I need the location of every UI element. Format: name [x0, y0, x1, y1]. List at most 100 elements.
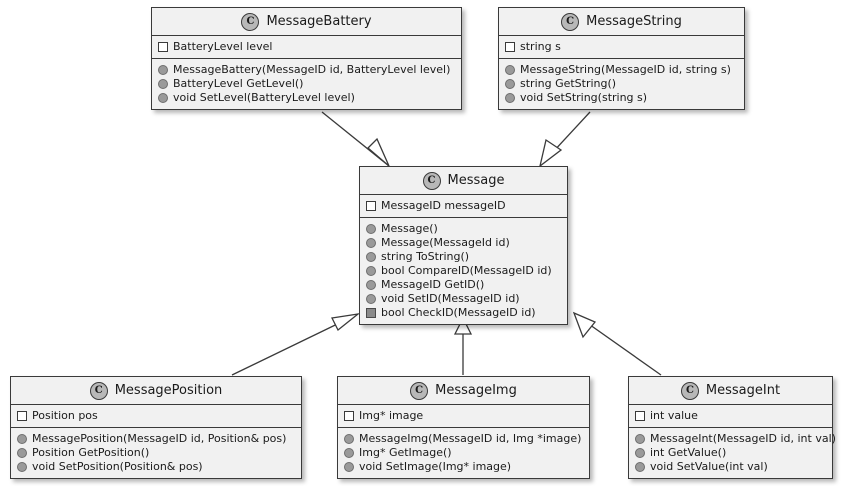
method-label: MessageImg(MessageID id, Img *image): [359, 432, 582, 445]
method-label: void SetValue(int val): [650, 460, 768, 473]
visibility-public-field-icon: [635, 411, 645, 421]
method-row: void SetLevel(BatteryLevel level): [158, 91, 456, 105]
visibility-public-field-icon: [366, 201, 376, 211]
method-label: MessageBattery(MessageID id, BatteryLeve…: [173, 63, 451, 76]
method-label: MessageString(MessageID id, string s): [520, 63, 731, 76]
visibility-public-field-icon: [344, 411, 354, 421]
class-box-messageposition[interactable]: C MessagePosition Position pos MessagePo…: [10, 376, 302, 479]
class-circle-icon: C: [89, 381, 108, 400]
visibility-public-method-icon: [344, 448, 354, 458]
method-row: MessageBattery(MessageID id, BatteryLeve…: [158, 63, 456, 77]
visibility-public-method-icon: [17, 448, 27, 458]
visibility-public-field-icon: [158, 42, 168, 52]
visibility-public-method-icon: [158, 65, 168, 75]
method-label: Position GetPosition(): [32, 446, 150, 459]
class-header-messageint: C MessageInt: [629, 377, 832, 405]
visibility-public-method-icon: [635, 462, 645, 472]
field-label: Position pos: [32, 409, 98, 422]
method-label: void SetImage(Img* image): [359, 460, 512, 473]
visibility-public-method-icon: [344, 434, 354, 444]
method-label: bool CheckID(MessageID id): [381, 306, 536, 319]
method-row: void SetImage(Img* image): [344, 460, 584, 474]
method-row: Message(): [366, 222, 562, 236]
field-label: string s: [520, 40, 561, 53]
field-label: BatteryLevel level: [173, 40, 273, 53]
generalization-messageint-to-message: [572, 311, 662, 376]
field-row: MessageID messageID: [366, 199, 562, 213]
method-label: void SetPosition(Position& pos): [32, 460, 203, 473]
method-label: MessageInt(MessageID id, int val): [650, 432, 836, 445]
visibility-public-method-icon: [505, 93, 515, 103]
field-label: Img* image: [359, 409, 424, 422]
class-fields-messageposition: Position pos: [11, 405, 301, 428]
method-row: MessagePosition(MessageID id, Position& …: [17, 432, 296, 446]
class-fields-message: MessageID messageID: [360, 195, 567, 218]
field-row: string s: [505, 40, 739, 54]
method-label: void SetString(string s): [520, 91, 648, 104]
method-row: BatteryLevel GetLevel(): [158, 77, 456, 91]
class-title: MessageBattery: [266, 14, 372, 29]
visibility-public-method-icon: [505, 79, 515, 89]
visibility-public-method-icon: [366, 238, 376, 248]
method-row: string ToString(): [366, 250, 562, 264]
class-title: MessageString: [586, 14, 682, 29]
class-title: MessageInt: [705, 383, 781, 398]
method-row: MessageID GetID(): [366, 278, 562, 292]
class-box-message[interactable]: C Message MessageID messageID Message() …: [359, 166, 568, 325]
method-row: MessageInt(MessageID id, int val): [635, 432, 836, 446]
class-box-messagebattery[interactable]: C MessageBattery BatteryLevel level Mess…: [151, 7, 462, 110]
class-title: MessageImg: [435, 383, 517, 398]
method-label: void SetID(MessageID id): [381, 292, 520, 305]
field-row: Img* image: [344, 409, 584, 423]
visibility-public-method-icon: [17, 462, 27, 472]
visibility-public-method-icon: [366, 280, 376, 290]
class-methods-messageposition: MessagePosition(MessageID id, Position& …: [11, 428, 301, 478]
method-row: string GetString(): [505, 77, 739, 91]
visibility-public-method-icon: [635, 448, 645, 458]
class-title: Message: [447, 173, 505, 188]
generalization-messagebattery-to-message: [321, 111, 390, 167]
class-header-messageposition: C MessagePosition: [11, 377, 301, 405]
field-label: int value: [650, 409, 698, 422]
class-header-messagestring: C MessageString: [499, 8, 744, 36]
method-row: bool CompareID(MessageID id): [366, 264, 562, 278]
class-fields-messageimg: Img* image: [338, 405, 589, 428]
class-methods-messageimg: MessageImg(MessageID id, Img *image) Img…: [338, 428, 589, 478]
method-row: MessageImg(MessageID id, Img *image): [344, 432, 584, 446]
method-label: string ToString(): [381, 250, 470, 263]
class-header-messageimg: C MessageImg: [338, 377, 589, 405]
class-header-message: C Message: [360, 167, 567, 195]
class-fields-messagebattery: BatteryLevel level: [152, 36, 461, 59]
method-label: MessageID GetID(): [381, 278, 485, 291]
class-box-messageimg[interactable]: C MessageImg Img* image MessageImg(Messa…: [337, 376, 590, 479]
method-row: Message(MessageId id): [366, 236, 562, 250]
class-title: MessagePosition: [114, 383, 223, 398]
method-label: void SetLevel(BatteryLevel level): [173, 91, 355, 104]
method-label: int GetValue(): [650, 446, 727, 459]
generalization-messagestring-to-message: [538, 111, 591, 168]
method-label: BatteryLevel GetLevel(): [173, 77, 304, 90]
class-circle-icon: C: [561, 12, 580, 31]
visibility-public-method-icon: [366, 294, 376, 304]
class-box-messagestring[interactable]: C MessageString string s MessageString(M…: [498, 7, 745, 110]
class-circle-icon: C: [422, 171, 441, 190]
visibility-public-method-icon: [505, 65, 515, 75]
method-row: int GetValue(): [635, 446, 827, 460]
class-circle-icon: C: [241, 12, 260, 31]
class-fields-messageint: int value: [629, 405, 832, 428]
visibility-public-method-icon: [158, 93, 168, 103]
method-label: MessagePosition(MessageID id, Position& …: [32, 432, 287, 445]
generalization-messageimg-to-message: [453, 316, 473, 375]
method-label: Img* GetImage(): [359, 446, 452, 459]
field-row: int value: [635, 409, 827, 423]
class-fields-messagestring: string s: [499, 36, 744, 59]
class-methods-message: Message() Message(MessageId id) string T…: [360, 218, 567, 324]
method-label: Message(): [381, 222, 438, 235]
visibility-public-method-icon: [344, 462, 354, 472]
method-row: void SetValue(int val): [635, 460, 827, 474]
field-row: Position pos: [17, 409, 296, 423]
method-label: string GetString(): [520, 77, 617, 90]
method-row: Position GetPosition(): [17, 446, 296, 460]
method-row: Img* GetImage(): [344, 446, 584, 460]
class-box-messageint[interactable]: C MessageInt int value MessageInt(Messag…: [628, 376, 836, 479]
